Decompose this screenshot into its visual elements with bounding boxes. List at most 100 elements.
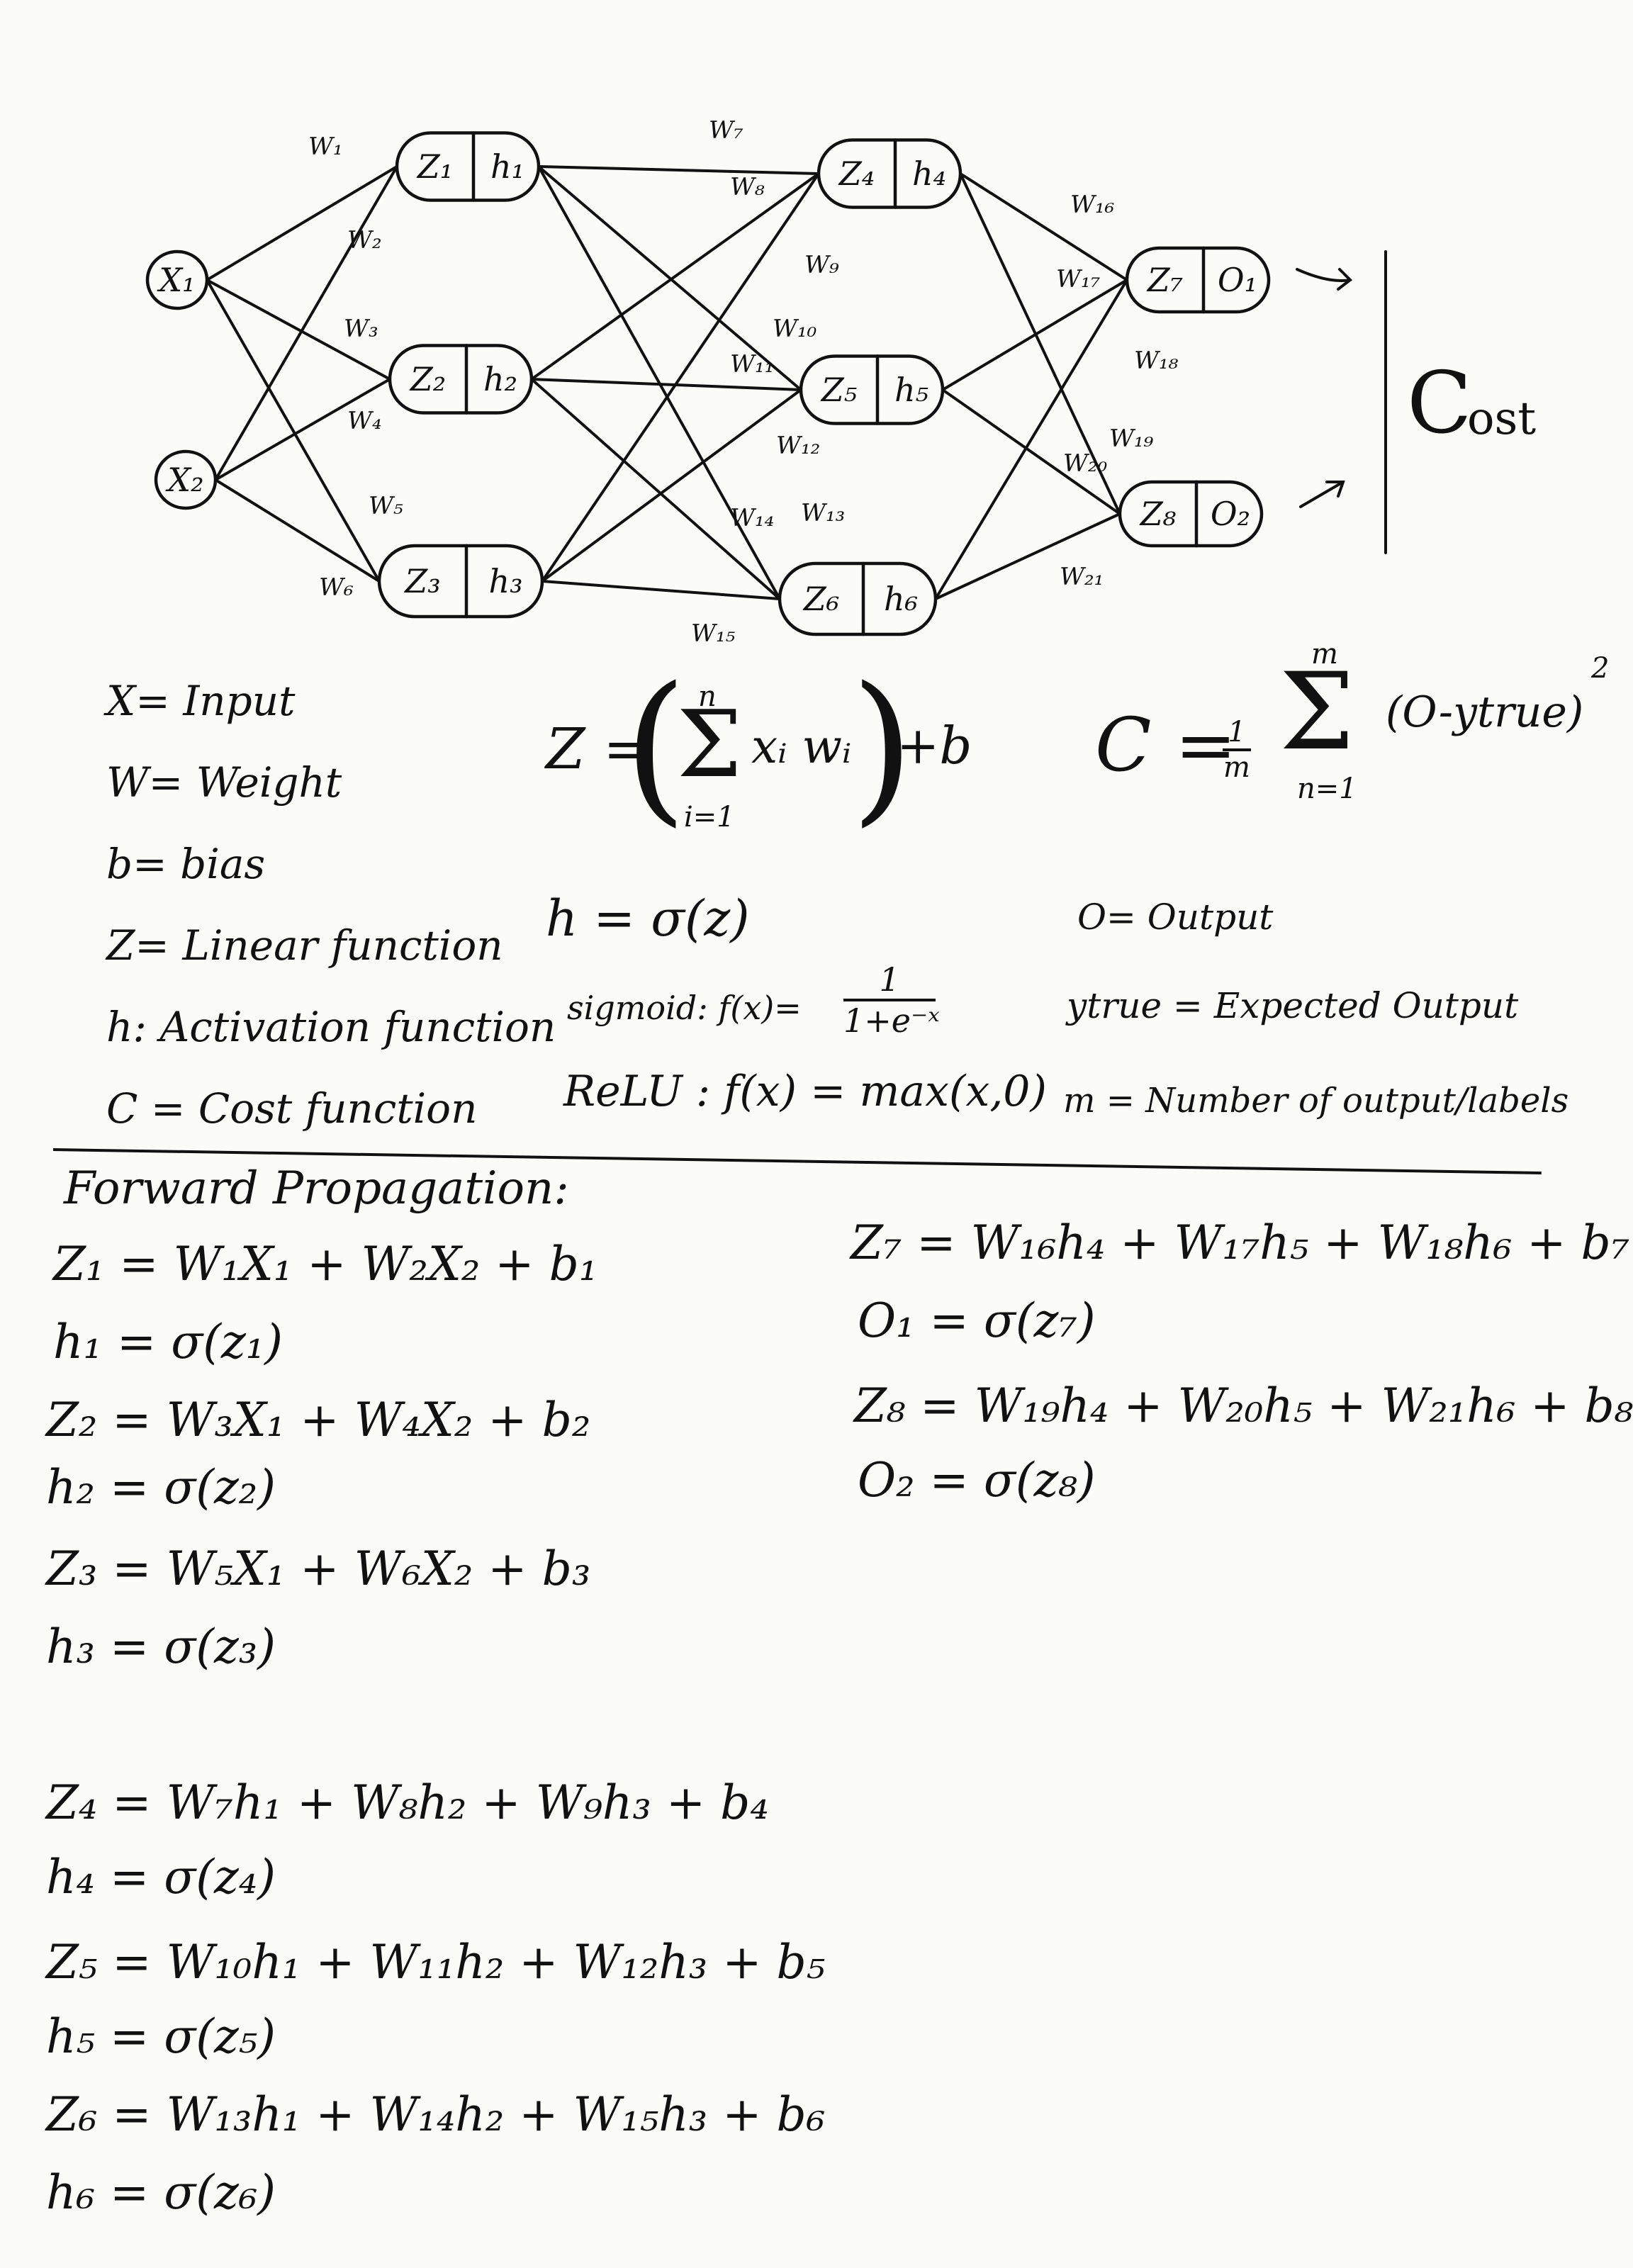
equation-line: h₅ = σ(z₅) (46, 2009, 276, 2064)
weight-label: W₁₅ (691, 619, 736, 648)
right-paren: ) (851, 653, 914, 842)
node-h-label: O₂ (1211, 495, 1250, 533)
node-z-label: Z₅ (820, 371, 857, 409)
weight-label: W₁₂ (776, 432, 820, 460)
legend-item: W= Weight (106, 758, 342, 807)
neuron-node: Z₃ h₃ (377, 544, 544, 619)
weight-label: W₈ (730, 173, 765, 201)
weight-label: W₁₇ (1056, 265, 1101, 293)
c-sigma: Σ (1279, 651, 1355, 774)
output-arrow-2 (1299, 481, 1345, 508)
sigmoid-den: 1+e⁻ˣ (843, 1001, 940, 1040)
legend-item: C = Cost function (106, 1084, 478, 1133)
weight-edge (214, 378, 391, 481)
sigmoid-label: sigmoid: f(x)= (567, 989, 802, 1027)
equation-line: Z₄ = W₇h₁ + W₈h₂ + W₉h₃ + b₄ (46, 1775, 769, 1830)
weight-label: W₁₃ (801, 499, 845, 527)
weight-label: W₄ (347, 407, 382, 435)
node-z-label: Z₂ (409, 360, 446, 398)
sum-bottom: i=1 (684, 801, 735, 833)
ytrue-def: ytrue = Expected Output (1067, 985, 1519, 1026)
activation-formula: h = σ(z) (546, 889, 750, 948)
weight-label: W₁₀ (773, 315, 817, 343)
forward-heading: Forward Propagation: (64, 1162, 569, 1215)
equation-line: O₁ = σ(z₇) (858, 1293, 1096, 1348)
c-sum-top: m (1311, 638, 1338, 670)
weight-label: W₃ (344, 315, 378, 343)
weight-label: W₇ (709, 116, 743, 145)
weight-edge (941, 388, 1121, 515)
weight-edge (530, 172, 820, 381)
equation-line: Z₅ = W₁₀h₁ + W₁₁h₂ + W₁₂h₃ + b₅ (46, 1935, 826, 1989)
weight-edge (530, 378, 781, 600)
node-h-label: h₆ (884, 580, 918, 618)
node-h-label: h₅ (894, 371, 928, 409)
equation-line: h₂ = σ(z₂) (46, 1460, 276, 1515)
equation-line: h₃ = σ(z₃) (46, 1619, 276, 1674)
equation-line: h₁ = σ(z₁) (53, 1315, 284, 1369)
weight-edge (214, 165, 398, 481)
node-label: X₁ (157, 261, 195, 299)
weight-label: W₂₀ (1063, 449, 1108, 478)
weight-edge (206, 279, 381, 583)
weight-edge (541, 580, 781, 600)
weight-label: W₁₉ (1109, 425, 1154, 453)
node-h-label: h₃ (488, 562, 522, 600)
output-arrow-1 (1296, 268, 1353, 291)
legend-item: b= bias (106, 840, 266, 888)
equation-line: Z₈ = W₁₉h₄ + W₂₀h₅ + W₂₁h₆ + b₈ (854, 1379, 1633, 1433)
node-z-label: Z₃ (403, 562, 440, 600)
z-body: xᵢ wᵢ (751, 719, 852, 774)
equation-line: O₂ = σ(z₈) (858, 1453, 1096, 1508)
weight-edge (537, 165, 820, 175)
equation-line: Z₆ = W₁₃h₁ + W₁₄h₂ + W₁₅h₃ + b₆ (46, 2087, 826, 2142)
c-lhs: C = (1095, 702, 1237, 788)
weight-edge (934, 512, 1121, 600)
input-node: X₂ (154, 449, 218, 510)
neuron-node: Z₅ h₅ (799, 354, 945, 425)
legend-item: X= Input (106, 677, 296, 725)
c-sum-bottom: n=1 (1297, 773, 1357, 805)
relu-formula: ReLU : f(x) = max(x,0) (563, 1067, 1047, 1116)
equation-line: Z₁ = W₁X₁ + W₂X₂ + b₁ (53, 1237, 598, 1291)
sum-top: n (698, 680, 717, 713)
node-z-label: Z₈ (1139, 495, 1177, 533)
node-h-label: O₁ (1218, 261, 1257, 299)
sigma-symbol: Σ (677, 690, 742, 798)
weight-edge (959, 172, 1128, 281)
m-def: m = Number of output/labels (1063, 1081, 1569, 1121)
weight-edge (541, 388, 802, 583)
node-h-label: h₂ (483, 360, 517, 398)
equation-line: h₆ = σ(z₆) (46, 2165, 276, 2220)
input-node: X₁ (145, 249, 209, 310)
c-body: (O-ytrue) (1386, 687, 1584, 737)
output-def: O= Output (1077, 897, 1274, 938)
node-z-label: Z₄ (838, 155, 875, 193)
equation-line: Z₂ = W₃X₁ + W₄X₂ + b₂ (46, 1393, 591, 1447)
weight-label: W₁₁ (730, 350, 774, 378)
neuron-node: Z₆ h₆ (778, 561, 938, 636)
weight-label: W₁₄ (730, 504, 774, 532)
weight-edge (959, 172, 1121, 515)
node-label: X₂ (165, 461, 203, 499)
weight-edge (206, 279, 391, 381)
weight-edge (530, 378, 802, 391)
left-paren: ( (624, 653, 688, 842)
neuron-node: Z₈ O₂ (1118, 480, 1264, 548)
weight-label: W₂ (347, 226, 382, 254)
node-z-label: Z₆ (802, 580, 839, 618)
sigmoid-num: 1 (843, 960, 936, 1001)
node-z-label: Z₁ (416, 147, 453, 186)
weight-label: W₁₈ (1134, 347, 1179, 375)
c-frac-den: m (1223, 751, 1250, 784)
weight-edge (537, 165, 781, 600)
z-lhs: Z = (546, 716, 651, 782)
cost-label-rest: ost (1467, 393, 1536, 445)
weight-edge (541, 172, 820, 583)
weight-label: W₅ (369, 492, 403, 520)
weight-edge (934, 279, 1128, 600)
neuron-node: Z₂ h₂ (388, 344, 534, 415)
